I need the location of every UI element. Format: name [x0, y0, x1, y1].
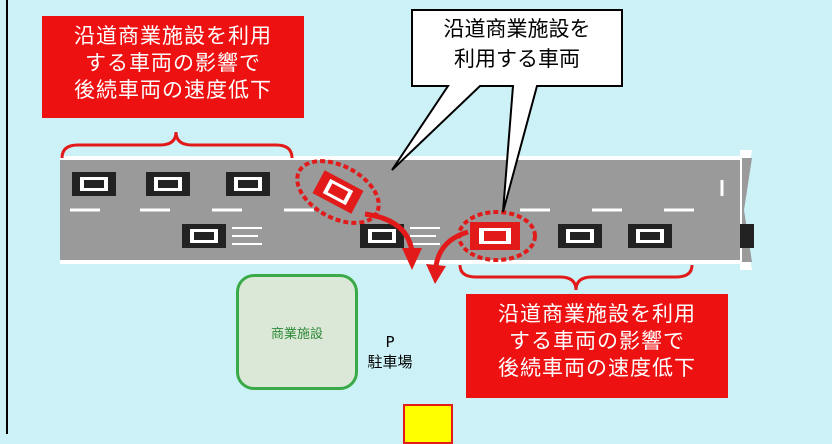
turn-arrow: [433, 229, 469, 267]
diagram: 沿道商業施設を利用 する車両の影響で 後続車両の速度低下 沿道商業施設を 利用す…: [6, 0, 754, 444]
turning-car: [312, 170, 364, 214]
callout-text: 沿道商業施設を 利用する車両: [443, 17, 591, 71]
car: [558, 224, 602, 248]
highlight-ring: [295, 159, 381, 225]
car: [182, 224, 226, 248]
slowing-car: [470, 222, 520, 250]
commercial-facility: 商業施設: [236, 274, 358, 390]
label-bottom-right: 沿道商業施設を利用 する車両の影響で 後続車両の速度低下: [466, 294, 728, 398]
bracket-bottom: [458, 264, 694, 291]
car: [226, 172, 270, 196]
car: [628, 224, 672, 248]
car: [72, 172, 116, 196]
lane-markings: [70, 180, 724, 212]
label-top-left: 沿道商業施設を利用 する車両の影響で 後続車両の速度低下: [42, 16, 304, 118]
bracket-top: [60, 131, 294, 159]
speed-lines: [232, 227, 262, 245]
parking-lot: P 駐車場: [367, 333, 413, 371]
callout-bubble: [391, 9, 623, 213]
car: [146, 172, 190, 196]
car: [740, 224, 754, 248]
speed-lines: [410, 227, 440, 245]
yellow-marker: [403, 404, 453, 444]
turn-arrow: [364, 211, 415, 253]
